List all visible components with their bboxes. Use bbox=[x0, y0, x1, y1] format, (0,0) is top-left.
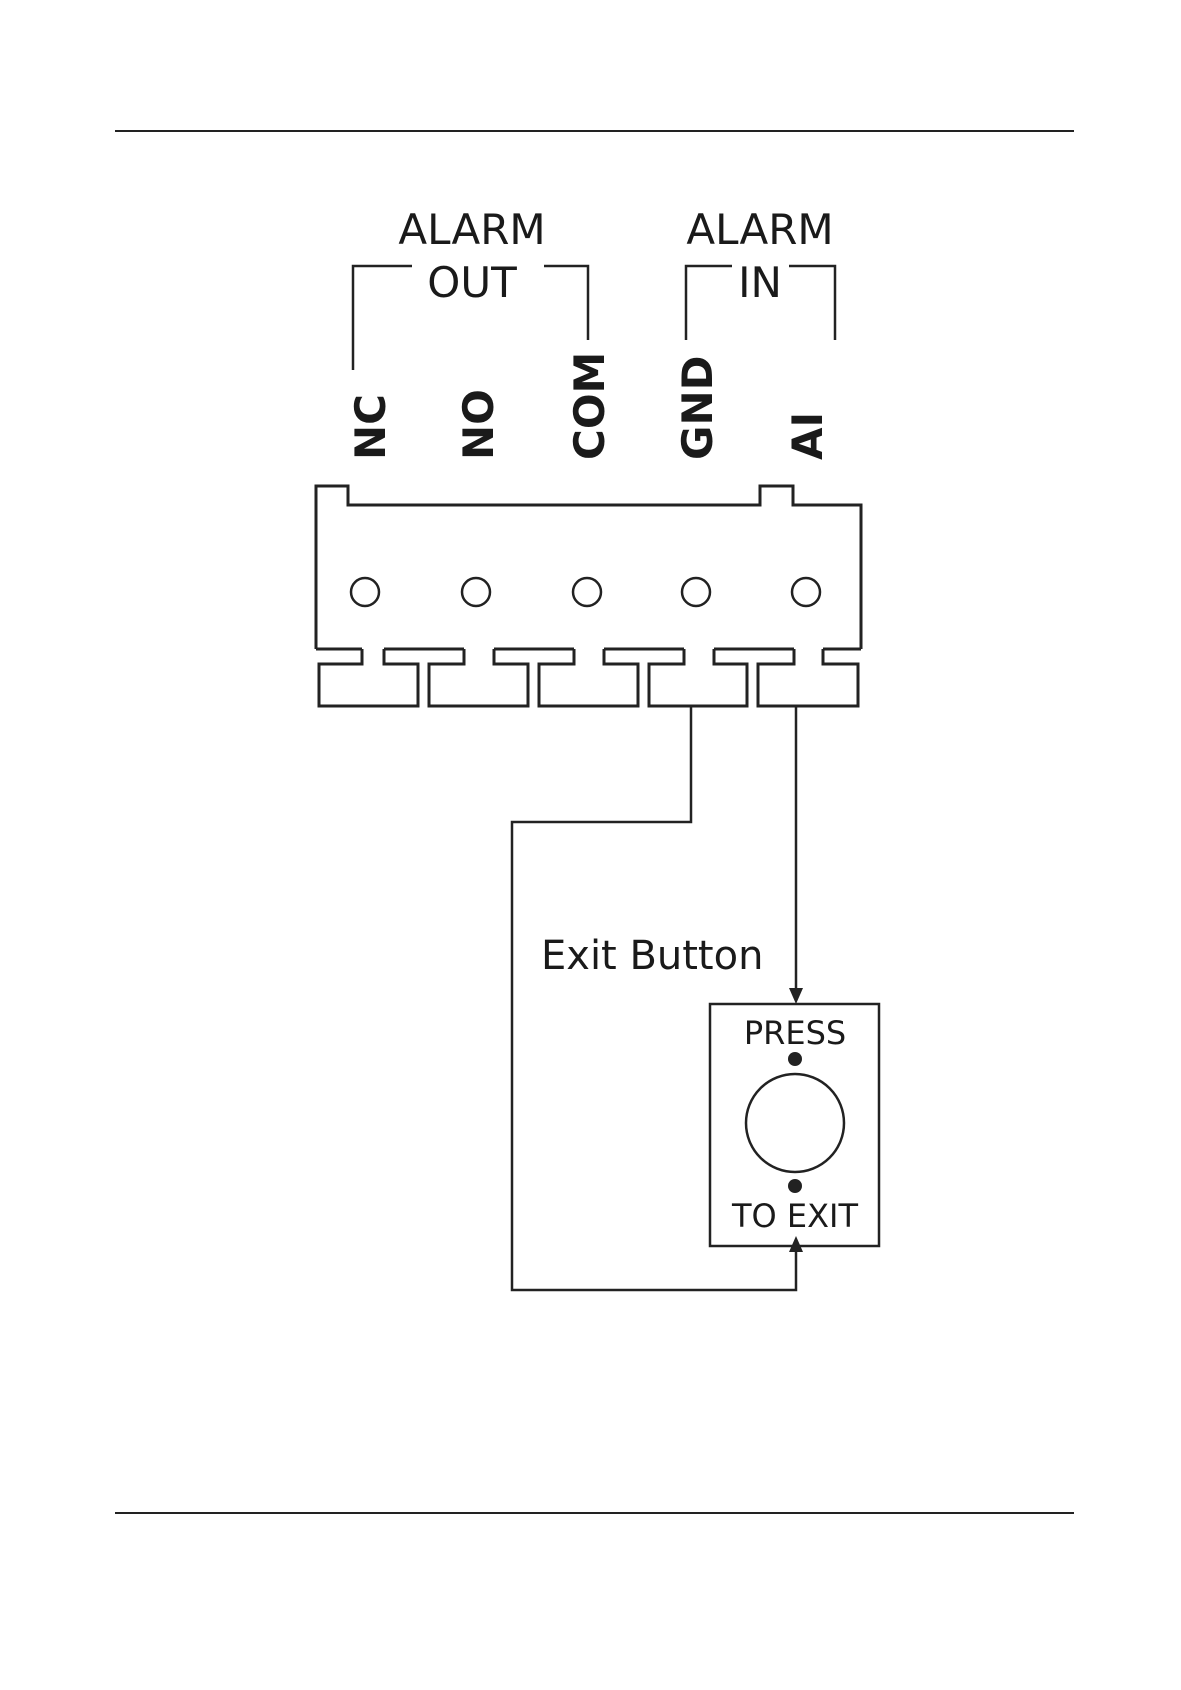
alarm-out-group: ALARM OUT bbox=[353, 205, 588, 370]
terminal-hole-nc bbox=[351, 578, 379, 606]
terminal-label-ai: AI bbox=[783, 412, 832, 460]
terminal-label-gnd: GND bbox=[673, 356, 722, 461]
terminal-hole-ai bbox=[792, 578, 820, 606]
terminal-hole-no bbox=[462, 578, 490, 606]
terminal-block-body bbox=[316, 486, 861, 649]
exit-button: Exit Button PRESS TO EXIT bbox=[541, 933, 879, 1246]
exit-button-label: Exit Button bbox=[541, 933, 763, 979]
terminal-label-no: NO bbox=[454, 389, 503, 460]
alarm-in-group: ALARM IN bbox=[686, 205, 835, 340]
exit-button-dot-bottom bbox=[788, 1179, 802, 1193]
terminal-label-com: COM bbox=[565, 352, 614, 460]
alarm-in-label-line1: ALARM bbox=[686, 205, 833, 254]
wire-gnd-arrowhead bbox=[789, 1236, 803, 1252]
wire-ai-arrowhead bbox=[789, 988, 803, 1004]
exit-button-to-exit-text: TO EXIT bbox=[731, 1197, 858, 1235]
alarm-out-label-line1: ALARM bbox=[398, 205, 545, 254]
terminal-block-bottom bbox=[316, 649, 861, 706]
exit-button-push-circle bbox=[746, 1074, 844, 1172]
exit-button-press-text: PRESS bbox=[744, 1014, 846, 1052]
exit-button-dot-top bbox=[788, 1052, 802, 1066]
alarm-out-label-line2: OUT bbox=[427, 258, 517, 307]
alarm-in-bracket-left bbox=[686, 266, 732, 340]
terminal-hole-com bbox=[573, 578, 601, 606]
terminal-block bbox=[316, 486, 861, 706]
terminal-hole-gnd bbox=[682, 578, 710, 606]
alarm-in-bracket-right bbox=[789, 266, 835, 340]
alarm-in-label-line2: IN bbox=[738, 258, 782, 307]
terminal-labels: NC NO COM GND AI bbox=[346, 352, 832, 460]
alarm-out-bracket-right bbox=[544, 266, 588, 340]
alarm-out-bracket-left bbox=[353, 266, 412, 370]
terminal-label-nc: NC bbox=[346, 394, 395, 460]
